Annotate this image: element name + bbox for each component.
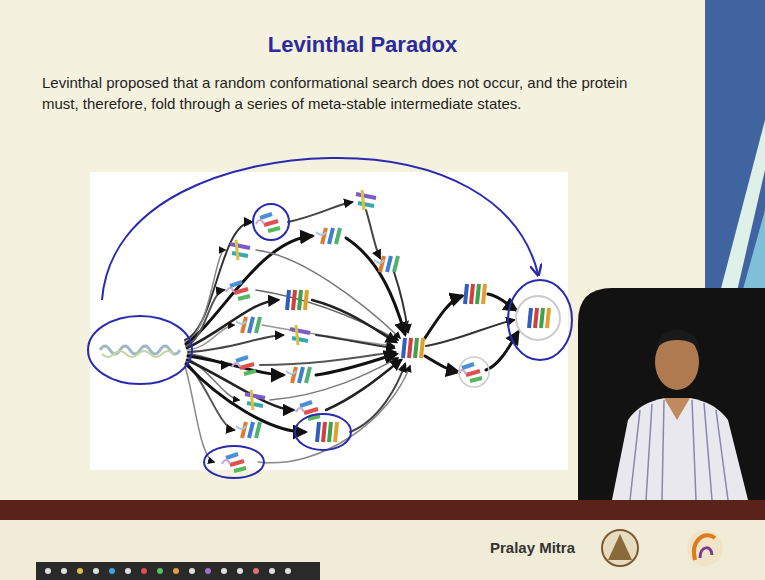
presenter-name: Pralay Mitra [490, 537, 600, 558]
side-stripe [740, 210, 765, 300]
body-text: Levinthal proposed that a random conform… [42, 72, 662, 114]
nptel-logo [687, 530, 723, 566]
institute-logo [602, 530, 638, 566]
protein-glyph [287, 290, 307, 310]
protein-glyph [236, 317, 260, 333]
protein-glyph [222, 454, 246, 471]
slide-title: Levinthal Paradox [10, 30, 715, 61]
footer-ground [0, 520, 765, 580]
side-band [705, 0, 765, 300]
protein-glyph [286, 367, 310, 383]
protein-glyph [290, 325, 310, 345]
native-ring [516, 296, 560, 340]
protein-glyph [245, 390, 265, 410]
folding-pathways [185, 202, 518, 463]
protein-glyph [403, 338, 423, 358]
protein-glyph [465, 284, 485, 304]
side-stripe [718, 120, 765, 300]
footer-bar [0, 500, 765, 520]
protein-glyph [317, 422, 337, 442]
presenter-video [578, 288, 765, 500]
native-fold [529, 308, 549, 328]
state-ring [459, 357, 489, 387]
pen-toolbar [36, 562, 320, 580]
pen-annotations [88, 158, 572, 478]
protein-glyph [232, 357, 256, 374]
protein-conformations [100, 190, 560, 471]
illustration-ground [90, 172, 568, 470]
toolbar-icons [45, 568, 291, 574]
protein-glyph [374, 256, 398, 272]
unfolded-chain [100, 346, 180, 357]
protein-glyph [316, 228, 340, 244]
protein-glyph [236, 422, 260, 438]
protein-glyph [230, 240, 250, 260]
protein-glyph [256, 214, 280, 231]
protein-glyph [458, 364, 482, 381]
protein-glyph [226, 282, 250, 299]
protein-glyph [356, 190, 376, 210]
